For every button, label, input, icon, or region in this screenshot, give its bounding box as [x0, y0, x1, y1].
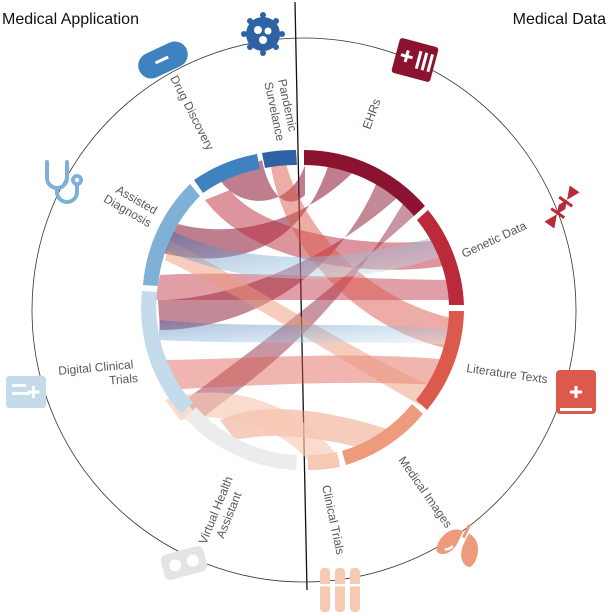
center-divider: [294, 1, 308, 591]
arc-literature-texts[interactable]: [416, 311, 464, 410]
arc-genetic-data[interactable]: [417, 210, 464, 305]
header-medical-application: Medical Application: [2, 11, 139, 28]
label-digital-clinical-trials: Digital Clinical Trials: [58, 357, 139, 392]
arc-ehrs[interactable]: [304, 150, 425, 216]
virus-icon: [241, 12, 285, 56]
data-arcs: [304, 150, 464, 471]
ribbon-ehr-trials: [158, 175, 400, 330]
label-virtual-health-assistant: Virtual Health Assistant: [196, 471, 250, 551]
label-assisted-diagnosis: Assisted Diagnosis: [101, 179, 162, 231]
ribbon-ehr-diagnosis: [150, 160, 360, 259]
dna-icon: [544, 185, 580, 229]
ribbon-ehr-assistant: [185, 200, 415, 420]
arc-clinical-trials[interactable]: [308, 452, 340, 471]
lungs-icon: [436, 524, 478, 568]
label-medical-images: Medical Images: [396, 454, 456, 531]
label-genetic-data: Genetic Data: [459, 218, 529, 260]
label-ehrs: EHRs: [360, 97, 384, 131]
capsule-icon: [138, 41, 188, 79]
label-literature-texts: Literature Texts: [466, 361, 549, 386]
label-clinical-trials: Clinical Trials: [319, 484, 347, 556]
id-card-icon: [6, 376, 46, 408]
arc-pandemic-surveillance[interactable]: [262, 149, 297, 168]
ribbon-trials-literature: [158, 320, 455, 345]
outer-ring: [31, 37, 577, 583]
medical-record-icon: [391, 38, 439, 82]
application-arcs: [141, 149, 297, 470]
ribbon-clinical-trials-digital: [165, 392, 340, 470]
arc-assisted-diagnosis[interactable]: [143, 184, 200, 286]
test-tubes-icon: [320, 568, 360, 612]
arc-drug-discovery[interactable]: [194, 154, 260, 193]
ribbon-images-diagnosis: [165, 240, 440, 405]
header-medical-data: Medical Data: [513, 11, 606, 28]
chord-ribbons: [150, 160, 460, 470]
stethoscope-icon: [45, 160, 83, 204]
medical-book-icon: [556, 370, 596, 414]
label-drug-discovery: Drug Discovery: [167, 73, 217, 152]
arc-digital-clinical-trials[interactable]: [141, 291, 193, 414]
label-pandemic-surveillance: Pandemic Survelance: [261, 78, 301, 143]
ribbon-diagnosis-genetic: [165, 230, 445, 279]
arc-medical-images[interactable]: [342, 404, 423, 465]
arc-virtual-health-assistant[interactable]: [185, 407, 297, 470]
vr-headset-icon: [160, 546, 208, 580]
